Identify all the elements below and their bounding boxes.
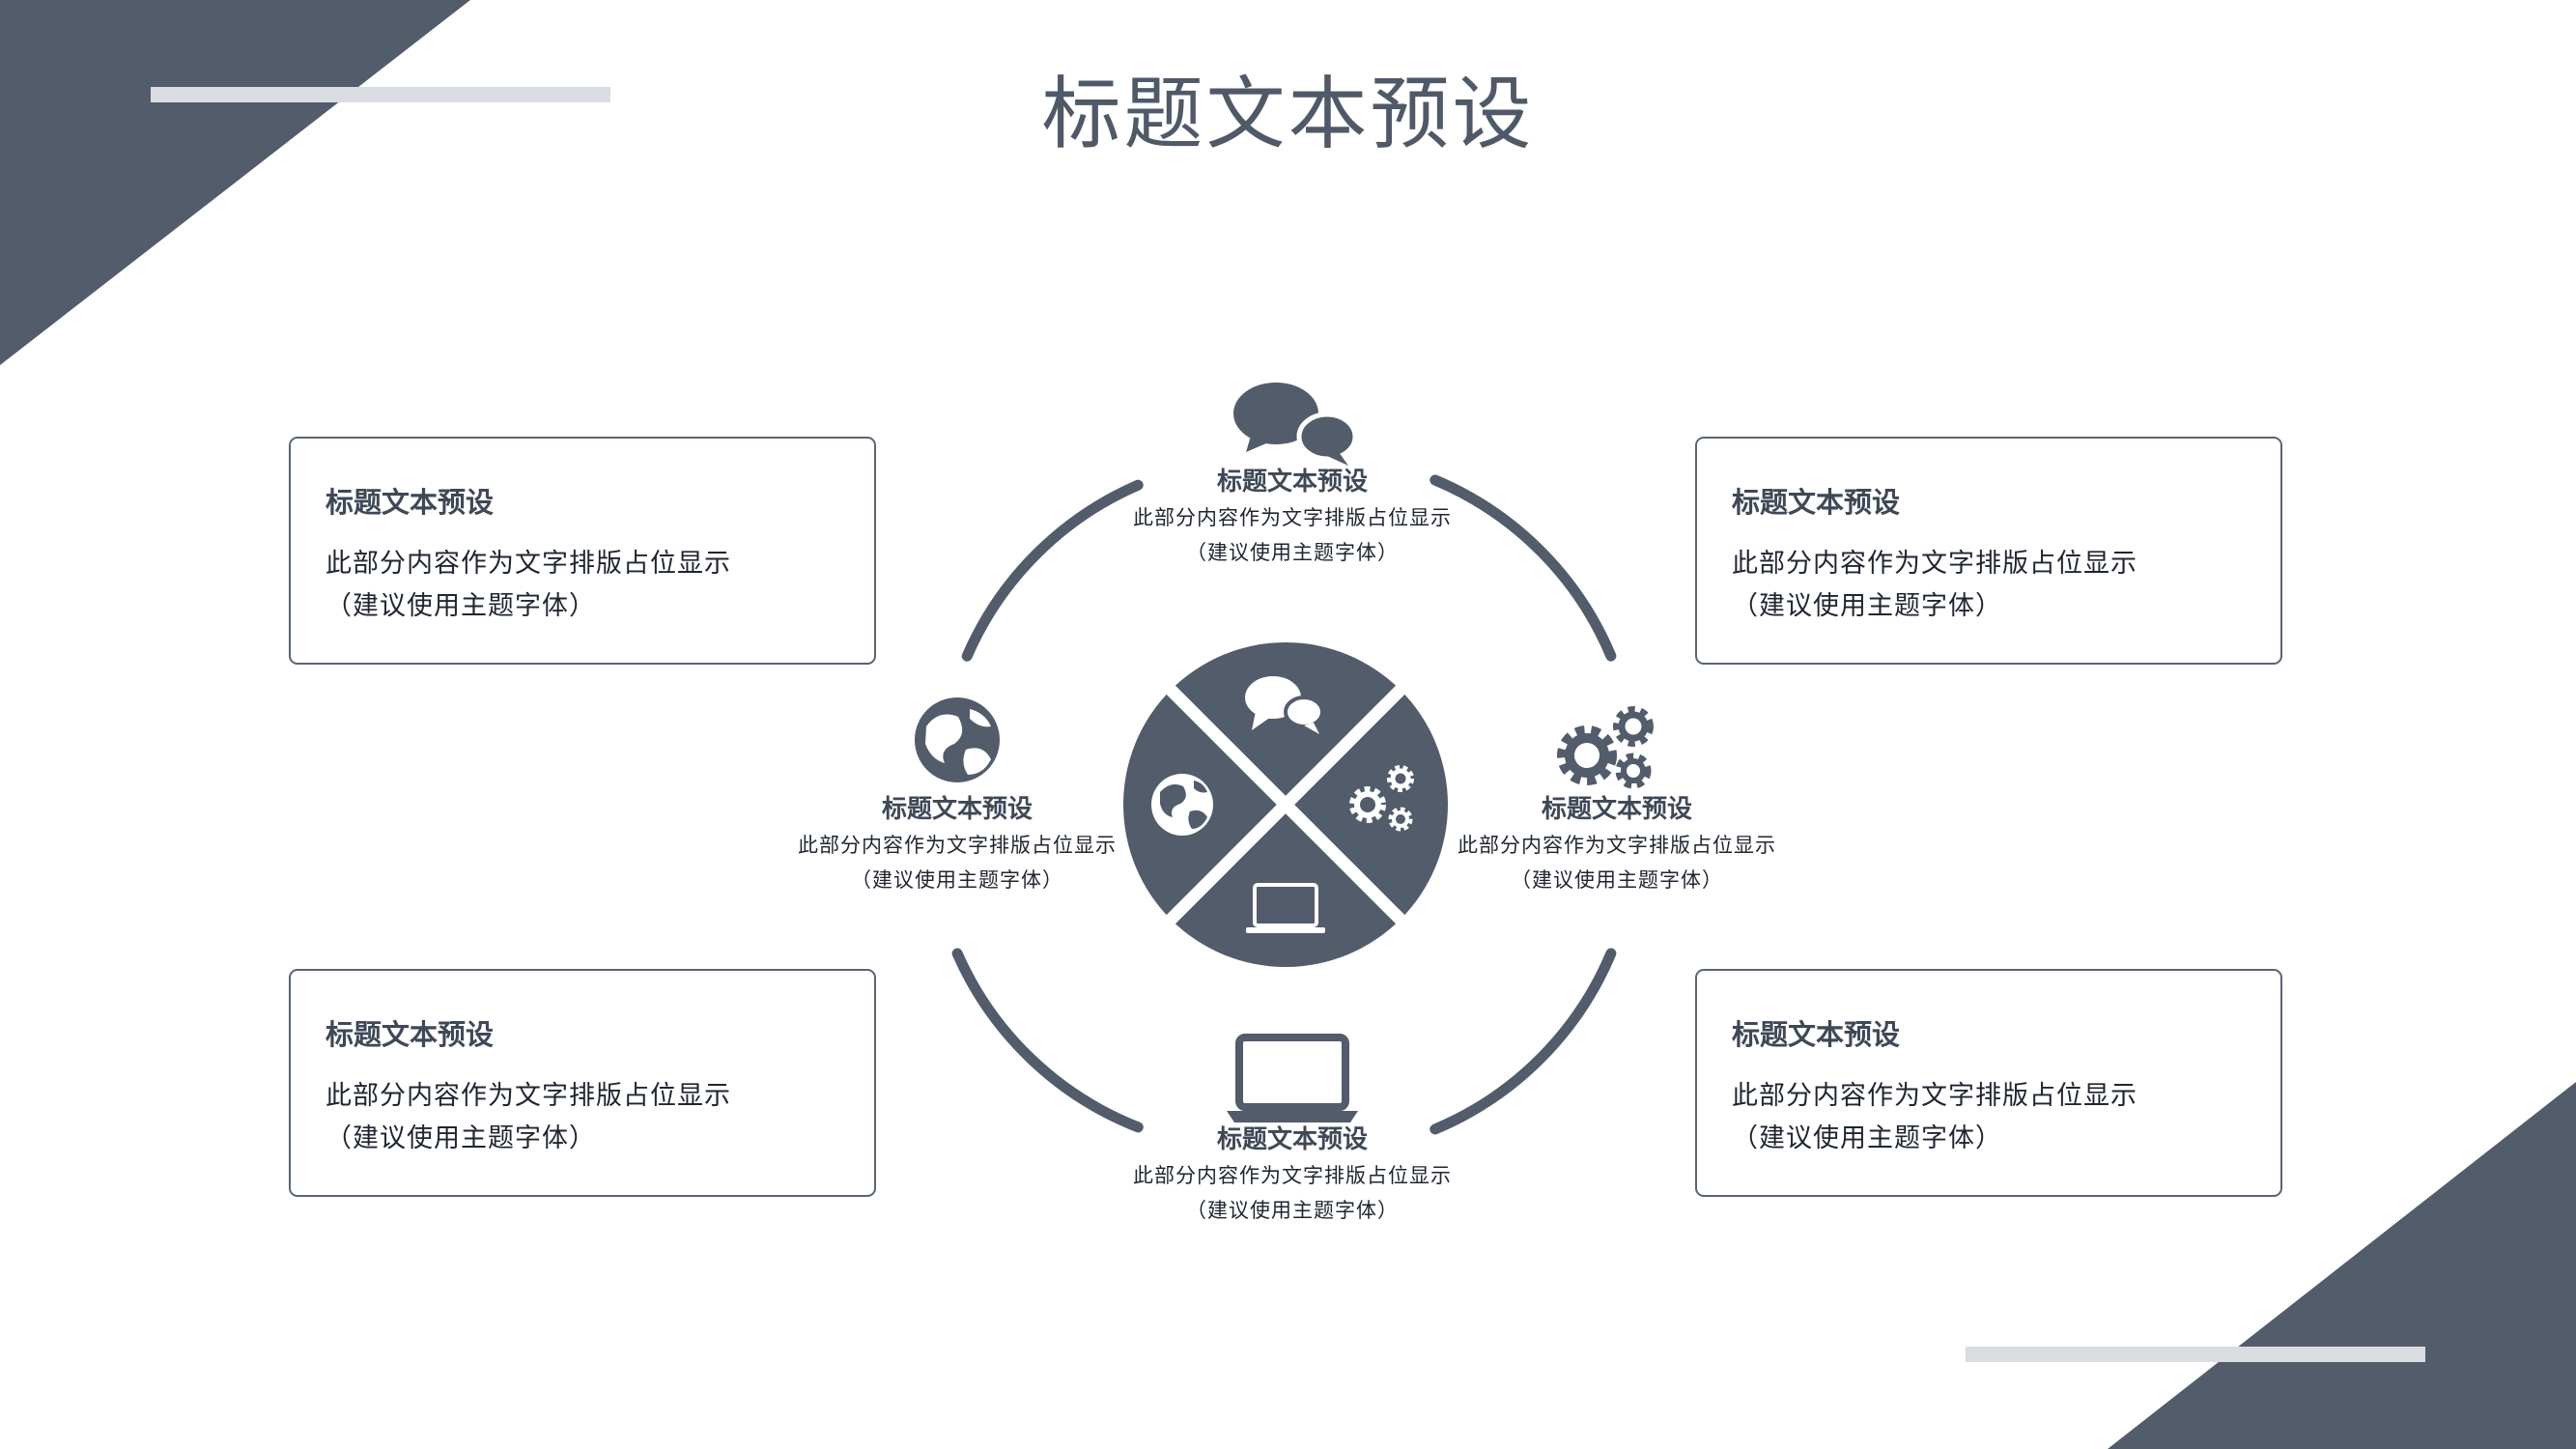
top-accent-bar bbox=[151, 87, 610, 102]
card-body-line1: 此部分内容作为文字排版占位显示 bbox=[326, 549, 731, 579]
pie-laptop-icon bbox=[1246, 883, 1325, 933]
node-body-line2: （建议使用主题字体） bbox=[1511, 868, 1723, 892]
ring-arc-bottom-right bbox=[1430, 948, 1617, 1135]
node-title: 标题文本预设 bbox=[881, 795, 1033, 824]
outer-ring bbox=[951, 474, 1617, 1135]
node-body-line1: 此部分内容作为文字排版占位显示 bbox=[1133, 1164, 1452, 1187]
card-body-line1: 此部分内容作为文字排版占位显示 bbox=[1732, 1081, 2137, 1111]
card-title: 标题文本预设 bbox=[326, 1018, 495, 1051]
node-body-line1: 此部分内容作为文字排版占位显示 bbox=[1133, 506, 1452, 529]
card-body-line1: 此部分内容作为文字排版占位显示 bbox=[1732, 549, 2137, 579]
pie-gears-icon bbox=[1349, 765, 1414, 832]
node-body-line1: 此部分内容作为文字排版占位显示 bbox=[1458, 834, 1776, 857]
ring-arc-top-right bbox=[1430, 474, 1617, 662]
card-bottom-right: 标题文本预设 此部分内容作为文字排版占位显示 （建议使用主题字体） bbox=[1695, 969, 2282, 1197]
card-body-line2: （建议使用主题字体） bbox=[1732, 591, 2002, 621]
node-left: 标题文本预设 此部分内容作为文字排版占位显示 （建议使用主题字体） bbox=[783, 797, 1131, 891]
card-top-right: 标题文本预设 此部分内容作为文字排版占位显示 （建议使用主题字体） bbox=[1695, 437, 2282, 665]
ring-arc-top-left bbox=[961, 479, 1144, 662]
card-body-line2: （建议使用主题字体） bbox=[1732, 1123, 2002, 1153]
top-left-triangle bbox=[0, 0, 470, 365]
card-title: 标题文本预设 bbox=[326, 486, 495, 519]
node-title: 标题文本预设 bbox=[1541, 795, 1692, 824]
card-title: 标题文本预设 bbox=[1732, 486, 1901, 519]
card-title: 标题文本预设 bbox=[1732, 1018, 1901, 1051]
node-right: 标题文本预设 此部分内容作为文字排版占位显示 （建议使用主题字体） bbox=[1443, 797, 1791, 891]
gears-icon bbox=[1557, 706, 1654, 789]
node-body-line1: 此部分内容作为文字排版占位显示 bbox=[798, 834, 1117, 857]
pie-chat-icon bbox=[1245, 676, 1324, 734]
card-top-left: 标题文本预设 此部分内容作为文字排版占位显示 （建议使用主题字体） bbox=[289, 437, 876, 665]
globe-icon bbox=[915, 697, 1000, 782]
pie-globe-icon bbox=[1151, 774, 1213, 836]
node-top: 标题文本预设 此部分内容作为文字排版占位显示 （建议使用主题字体） bbox=[1118, 469, 1466, 563]
bottom-accent-bar bbox=[1966, 1347, 2425, 1362]
card-body-line2: （建议使用主题字体） bbox=[326, 1123, 596, 1153]
node-body-line2: （建议使用主题字体） bbox=[851, 868, 1063, 892]
card-body-line2: （建议使用主题字体） bbox=[326, 591, 596, 621]
card-body-line1: 此部分内容作为文字排版占位显示 bbox=[326, 1081, 731, 1111]
center-pie bbox=[1123, 642, 1448, 967]
node-title: 标题文本预设 bbox=[1216, 468, 1368, 497]
node-body-line2: （建议使用主题字体） bbox=[1186, 1199, 1399, 1222]
ring-arc-bottom-left bbox=[951, 948, 1144, 1133]
chat-bubbles-icon bbox=[1233, 383, 1358, 466]
page-title: 标题文本预设 bbox=[1041, 69, 1535, 160]
laptop-icon bbox=[1227, 1034, 1358, 1122]
card-bottom-left: 标题文本预设 此部分内容作为文字排版占位显示 （建议使用主题字体） bbox=[289, 969, 876, 1197]
node-bottom: 标题文本预设 此部分内容作为文字排版占位显示 （建议使用主题字体） bbox=[1118, 1127, 1466, 1221]
node-body-line2: （建议使用主题字体） bbox=[1186, 541, 1399, 564]
node-title: 标题文本预设 bbox=[1216, 1125, 1368, 1154]
